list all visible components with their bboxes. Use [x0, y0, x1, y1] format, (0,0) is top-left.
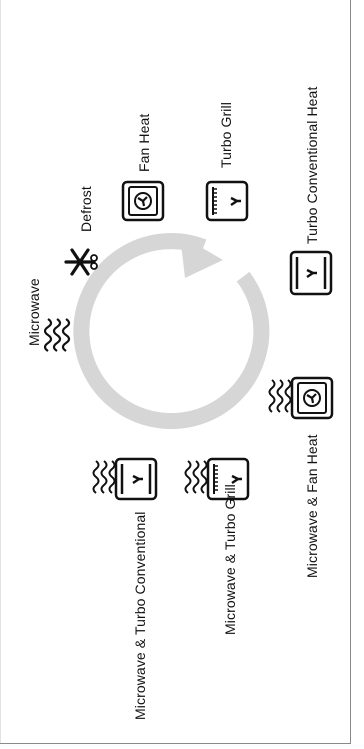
microwave-grill-fan-oven-icon — [184, 457, 250, 501]
cycle-ring-arc — [73, 233, 270, 430]
conventional-fan-oven-icon — [289, 250, 333, 296]
microwave-fan-oven-icon — [268, 376, 334, 420]
microwave-conventional-fan-oven-icon — [92, 457, 158, 501]
frame-left-edge — [0, 0, 1, 744]
label-fan-heat: Fan Heat — [136, 113, 152, 172]
label-microwave-turbo-conventional: Microwave & Turbo Conventional — [132, 511, 148, 720]
label-turbo-grill: Turbo Grill — [218, 102, 234, 168]
cycle-arrow-ring — [73, 233, 270, 430]
cycle-arrowhead — [180, 235, 223, 278]
grill-fan-oven-icon — [205, 180, 249, 222]
label-microwave: Microwave — [26, 278, 42, 346]
label-microwave-turbo-grill: Microwave & Turbo Grill — [222, 484, 238, 635]
fan-oven-icon — [121, 180, 165, 222]
microwave-waves-icon — [44, 318, 71, 352]
label-defrost: Defrost — [78, 186, 94, 232]
frame-right-edge — [350, 0, 351, 744]
label-microwave-fan-heat: Microwave & Fan Heat — [304, 434, 320, 578]
frame-bottom-edge — [0, 743, 351, 744]
snowflake-icon — [64, 248, 98, 276]
label-turbo-conventional-heat: Turbo Conventional Heat — [304, 86, 320, 244]
